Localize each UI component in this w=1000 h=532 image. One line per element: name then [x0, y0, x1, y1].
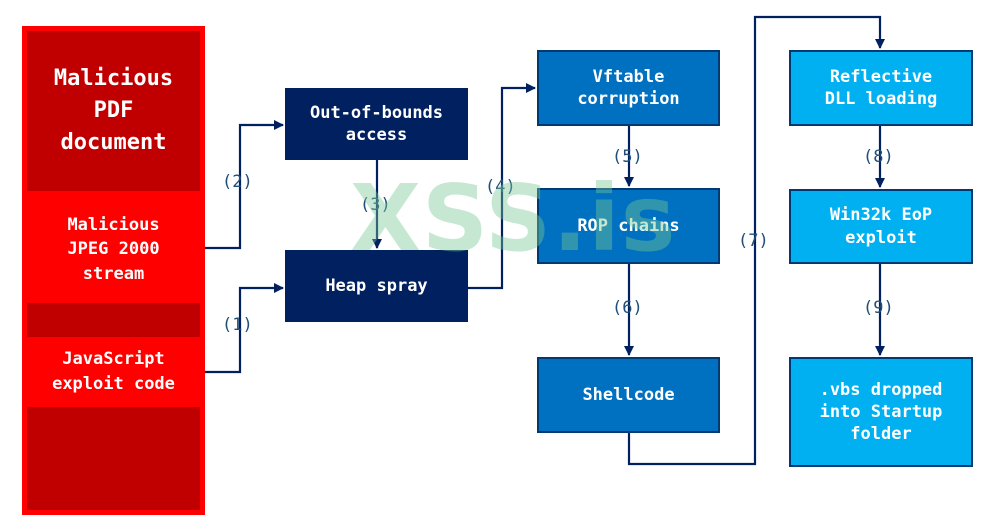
- watermark-text: XSS.is: [350, 165, 677, 272]
- step-label-3: (3): [360, 195, 391, 215]
- rop-chains-node: ROP chains: [537, 188, 720, 264]
- step-label-9: (9): [863, 298, 894, 318]
- vbs-dropped-startup-node: .vbs dropped into Startup folder: [789, 357, 973, 467]
- out-of-bounds-access-node: Out-of-bounds access: [285, 88, 468, 160]
- jpeg2000-stream-box: Malicious JPEG 2000 stream: [27, 196, 200, 303]
- step-label-5: (5): [612, 147, 643, 167]
- step-label-2: (2): [222, 172, 253, 192]
- arrow-7: [627, 15, 885, 466]
- step-label-7: (7): [738, 231, 769, 251]
- step-label-6: (6): [612, 298, 643, 318]
- pdf-separator-block: [27, 303, 200, 337]
- win32k-eop-exploit-node: Win32k EoP exploit: [789, 189, 973, 264]
- shellcode-node: Shellcode: [537, 357, 720, 433]
- reflective-dll-loading-node: Reflective DLL loading: [789, 50, 973, 126]
- step-label-8: (8): [863, 147, 894, 167]
- arrow-4: [468, 83, 536, 290]
- arrow-2: [205, 120, 284, 250]
- javascript-exploit-box: JavaScript exploit code: [27, 337, 200, 407]
- vftable-corruption-node: Vftable corruption: [537, 50, 720, 126]
- arrow-1: [205, 283, 284, 374]
- pdf-document-title: Malicious PDF document: [27, 31, 200, 191]
- pdf-bottom-block: [27, 407, 200, 510]
- step-label-1: (1): [222, 315, 253, 335]
- step-label-4: (4): [485, 177, 516, 197]
- heap-spray-node: Heap spray: [285, 250, 468, 322]
